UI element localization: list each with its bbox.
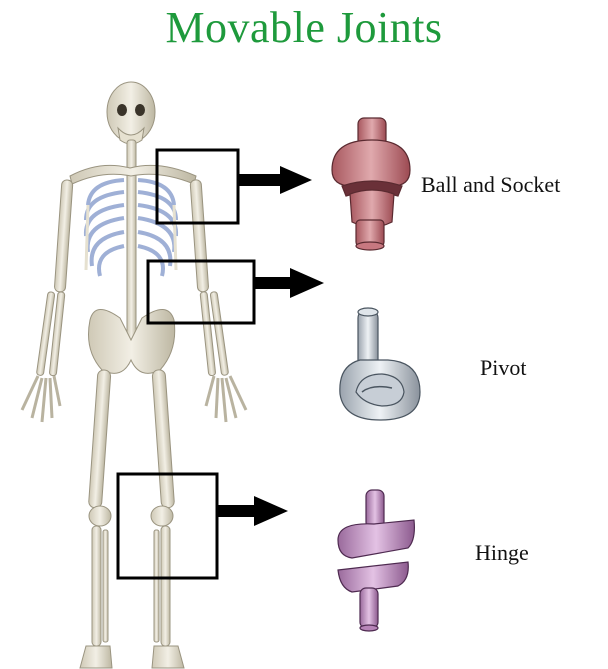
left-hand [22, 376, 60, 422]
ball-and-socket-joint-illustration [332, 118, 410, 250]
left-femur [88, 370, 111, 509]
callout-arrow-neck [254, 277, 294, 289]
skeleton-figure [22, 82, 246, 668]
label-hinge: Hinge [475, 540, 529, 566]
pivot-joint-illustration [340, 308, 420, 420]
callout-shoulder [157, 150, 312, 223]
right-hand [206, 376, 246, 422]
label-pivot: Pivot [480, 355, 526, 381]
callout-arrow-shoulder [238, 174, 282, 186]
callout-neck [148, 261, 324, 323]
callout-arrow-knee [217, 505, 257, 517]
hinge-joint-illustration [338, 490, 414, 631]
callout-knee [118, 474, 288, 578]
skull [107, 82, 155, 142]
label-ball-and-socket: Ball and Socket [421, 172, 560, 198]
right-femur [152, 370, 175, 509]
